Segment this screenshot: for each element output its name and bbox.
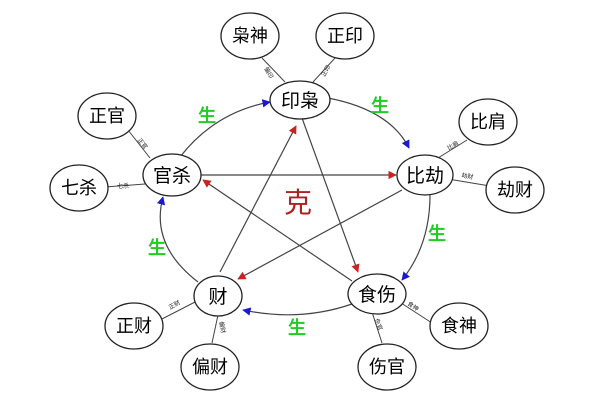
sat-xiao-shen: 枭神	[220, 12, 280, 60]
sat-qi-sha-label: 七杀	[61, 178, 97, 199]
node-yin-xiao: 印枭	[269, 80, 331, 120]
connector-note-shi-shen: 食神	[406, 300, 420, 313]
ke-line-bi-cai	[237, 189, 403, 280]
connector-zheng-cai	[159, 300, 198, 321]
sat-zheng-guan: 正官	[77, 92, 137, 140]
node-bi-jie-label: 比劫	[406, 165, 444, 187]
sheng-arc-bi-shi	[401, 194, 431, 281]
sat-zheng-yin: 正印	[315, 12, 375, 60]
sat-shang-guan-label: 伤官	[369, 357, 405, 378]
connector-pian-cai	[211, 314, 219, 344]
sat-pian-cai-label: 偏财	[192, 357, 228, 378]
sheng-label-cai-guan: 生	[148, 237, 166, 259]
connector-zheng-yin	[312, 57, 336, 83]
sat-pian-cai: 偏财	[180, 343, 240, 391]
connector-note-shang-guan: 伤官	[373, 318, 385, 332]
connector-note-pian-cai: 偏财	[217, 321, 227, 334]
connector-note-zheng-cai: 正财	[167, 298, 181, 311]
sheng-arc-guan-yin	[179, 99, 271, 158]
sat-bi-jian-label: 比肩	[470, 112, 506, 133]
sheng-arc-yin-bi	[327, 97, 410, 149]
node-cai: 财	[193, 275, 243, 317]
sat-shang-guan: 伤官	[357, 343, 417, 391]
sat-zheng-yin-label: 正印	[327, 26, 363, 47]
connector-qi-sha	[104, 183, 146, 188]
connector-note-jie-cai: 劫财	[461, 171, 474, 181]
node-cai-label: 财	[208, 286, 227, 308]
node-yin-xiao-label: 印枭	[281, 90, 319, 112]
ke-line-shi-guan	[202, 179, 353, 282]
node-guan-sha: 官杀	[142, 153, 202, 197]
connector-note-zheng-yin: 正印	[320, 64, 332, 78]
connector-shang-guan	[371, 311, 383, 344]
node-bi-jie: 比劫	[396, 154, 454, 196]
sat-qi-sha: 七杀	[49, 164, 109, 212]
sat-zheng-guan-label: 正官	[89, 106, 125, 127]
connector-note-bi-jian: 比肩	[446, 139, 460, 152]
connector-note-xiao-shen: 偏印	[262, 66, 275, 80]
sheng-label-bi-shi: 生	[428, 223, 446, 245]
connector-jie-cai	[447, 178, 491, 187]
connector-note-zheng-guan: 正官	[136, 136, 150, 150]
node-shi-shang-label: 食伤	[358, 284, 396, 306]
sat-xiao-shen-label: 枭神	[232, 26, 268, 47]
ke-line-yin-shi	[301, 117, 360, 273]
ke-label-center: 克	[284, 186, 312, 219]
sheng-label-yin-bi: 生	[371, 95, 389, 117]
sat-shi-shen: 食神	[429, 302, 489, 350]
connector-zheng-guan	[127, 129, 151, 159]
sat-zheng-cai-label: 正财	[116, 316, 152, 337]
sheng-arc-cai-guan	[156, 196, 199, 283]
sat-shi-shen-label: 食神	[441, 316, 477, 337]
node-shi-shang: 食伤	[347, 273, 407, 315]
connector-xiao-shen	[261, 57, 286, 83]
sat-jie-cai: 劫财	[485, 166, 545, 214]
sat-bi-jian: 比肩	[458, 98, 518, 146]
connector-shi-shen	[397, 300, 433, 324]
node-guan-sha-label: 官杀	[153, 165, 191, 187]
sheng-label-guan-yin: 生	[198, 105, 216, 127]
sat-zheng-cai: 正财	[104, 302, 164, 350]
connector-note-qi-sha: 七杀	[117, 182, 129, 190]
sheng-label-shi-cai: 生	[288, 317, 306, 339]
ke-line-cai-yin	[219, 125, 297, 273]
sat-jie-cai-label: 劫财	[497, 180, 533, 201]
connector-bi-jian	[437, 139, 468, 159]
sheng-arc-shi-cai	[242, 303, 353, 316]
